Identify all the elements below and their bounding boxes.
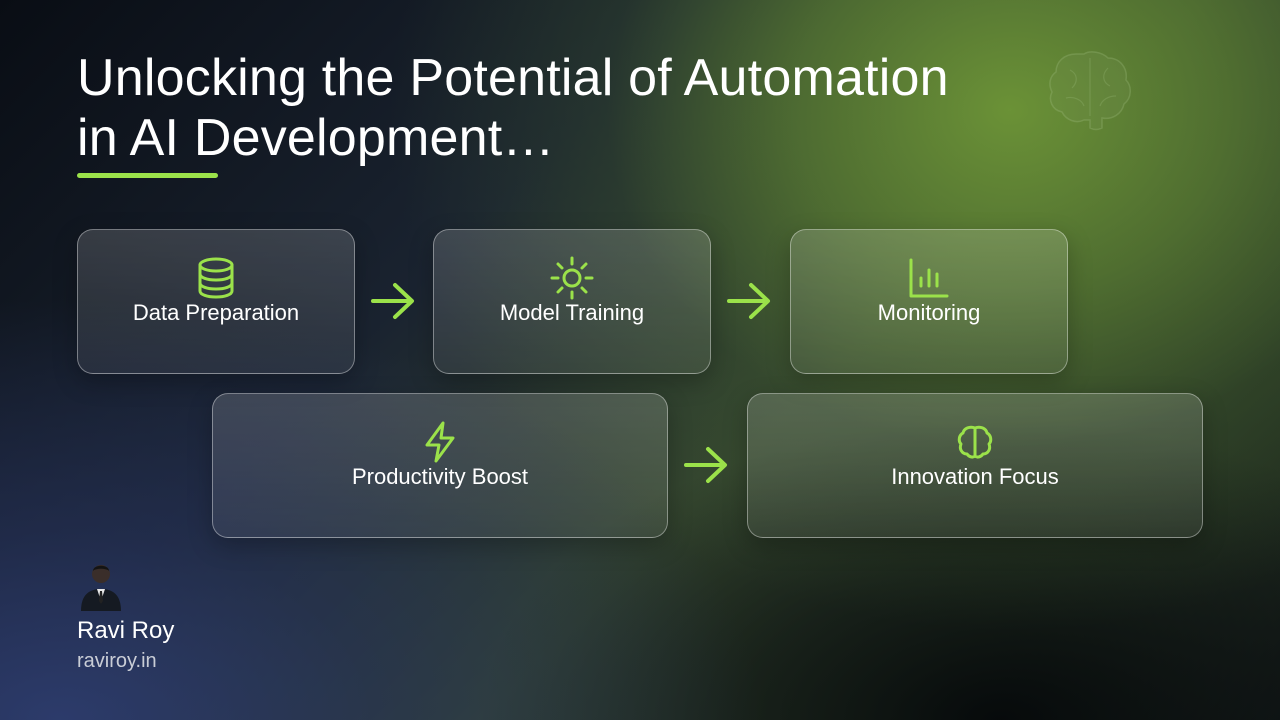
node-monitoring: Monitoring <box>790 229 1068 374</box>
page-title: Unlocking the Potential of Automation in… <box>77 48 949 168</box>
node-label: Model Training <box>499 300 645 325</box>
node-label: Data Preparation <box>132 300 300 325</box>
node-innovation-focus: Innovation Focus <box>747 393 1203 538</box>
brain-icon <box>957 425 993 459</box>
arrow-right-icon <box>684 447 727 483</box>
node-model-training: Model Training <box>433 229 711 374</box>
database-icon <box>198 257 234 299</box>
arrow-right-icon <box>727 283 770 319</box>
avatar <box>81 565 121 611</box>
author-website[interactable]: raviroy.in <box>77 650 157 672</box>
node-productivity-boost: Productivity Boost <box>212 393 668 538</box>
title-underline <box>77 173 218 178</box>
node-label: Productivity Boost <box>351 464 529 489</box>
node-data-preparation: Data Preparation <box>77 229 355 374</box>
author-name: Ravi Roy <box>77 617 175 644</box>
node-label: Monitoring <box>877 300 981 325</box>
node-label: Innovation Focus <box>891 464 1059 489</box>
lightning-icon <box>425 421 455 463</box>
title-line-1: Unlocking the Potential of Automation <box>77 49 949 107</box>
bar-chart-icon <box>909 258 949 298</box>
title-line-2: in AI Development… <box>77 109 555 167</box>
decorative-brain-icon <box>1049 51 1131 131</box>
sun-gear-icon <box>550 256 594 300</box>
arrow-right-icon <box>371 283 414 319</box>
